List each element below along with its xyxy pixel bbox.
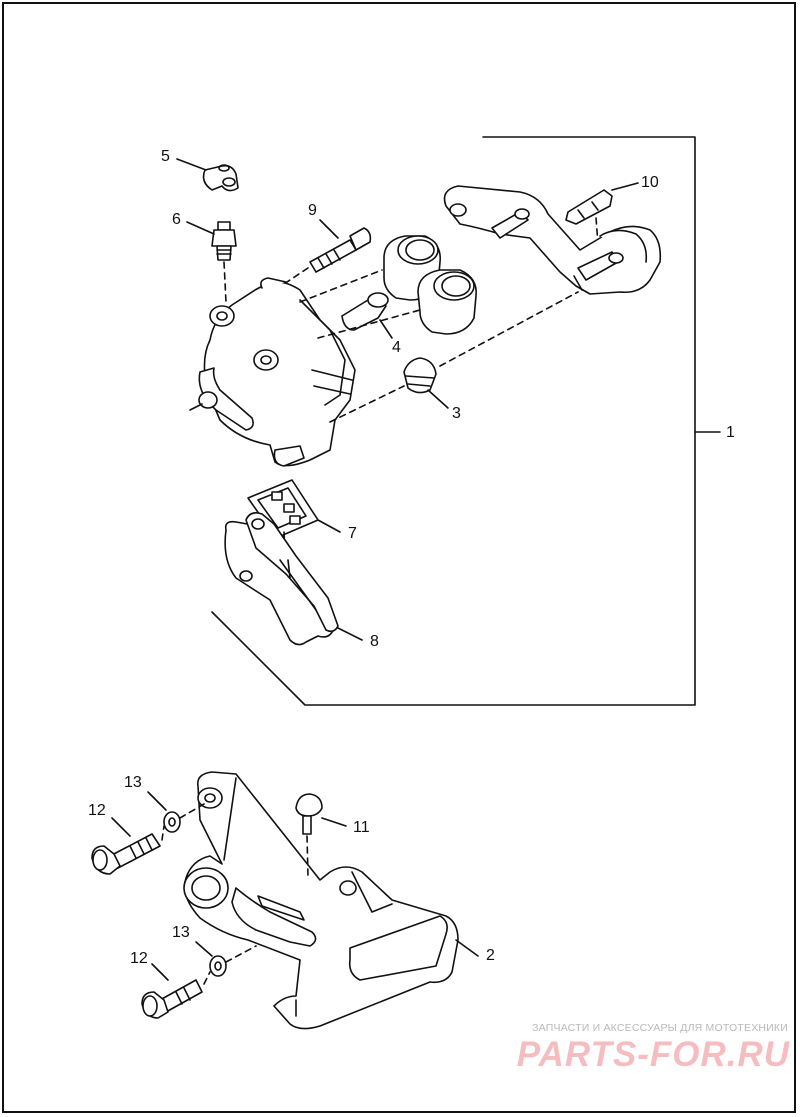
callout-13-upper: 13 (124, 774, 142, 791)
leader-line-9 (319, 219, 339, 239)
callout-8: 8 (370, 633, 379, 650)
callout-11: 11 (353, 819, 370, 836)
callout-7: 7 (348, 525, 357, 542)
caliper-mount-bracket-part (443, 185, 662, 295)
leader-line-5 (176, 158, 207, 171)
pad-clip-part (565, 189, 613, 225)
pistons-part (341, 235, 477, 335)
watermark-logo: PARTS-FOR.RU (516, 1035, 790, 1074)
callout-12-lower: 12 (130, 950, 148, 967)
pin-boot-part (403, 357, 437, 394)
socket-bolt-lower-part (141, 979, 203, 1019)
callout-12-upper: 12 (88, 802, 106, 819)
washer-lower-part (209, 955, 227, 977)
anti-rattle-spring-part (247, 479, 319, 539)
callout-3: 3 (452, 405, 461, 422)
leader-line-11 (321, 817, 347, 827)
pin-bolt-part (309, 227, 372, 273)
callout-4: 4 (392, 339, 401, 356)
callout-10: 10 (641, 174, 659, 191)
leader-line-13a (147, 791, 167, 811)
rubber-bumper-part (295, 793, 323, 835)
washer-upper-part (163, 811, 181, 833)
leader-line-12a (111, 817, 131, 837)
callout-6: 6 (172, 211, 181, 228)
callout-1: 1 (726, 424, 735, 441)
caliper-body-part (198, 277, 356, 467)
brake-pads-part (224, 512, 339, 646)
leader-line-13b (195, 941, 213, 957)
callout-9: 9 (308, 202, 317, 219)
callout-13-lower: 13 (172, 924, 190, 941)
mounting-bracket-part (183, 771, 459, 1030)
bleeder-cap-part (202, 164, 239, 192)
leader-line-7 (317, 519, 341, 533)
leader-line-2 (455, 939, 479, 957)
socket-bolt-upper-part (91, 833, 161, 875)
callout-5: 5 (161, 148, 170, 165)
leader-line-6 (186, 221, 215, 235)
bleeder-valve-part (211, 221, 237, 261)
leader-line-12b (151, 963, 169, 981)
leader-line-10 (611, 182, 639, 191)
callout-2: 2 (486, 947, 495, 964)
watermark-tagline: ЗАПЧАСТИ И АКСЕССУАРЫ ДЛЯ МОТОТЕХНИКИ (532, 1022, 788, 1034)
leader-line-8 (337, 627, 363, 641)
leader-line-3 (427, 389, 449, 409)
assembly-bracket-line (211, 136, 696, 706)
leader-line-4 (379, 319, 393, 339)
